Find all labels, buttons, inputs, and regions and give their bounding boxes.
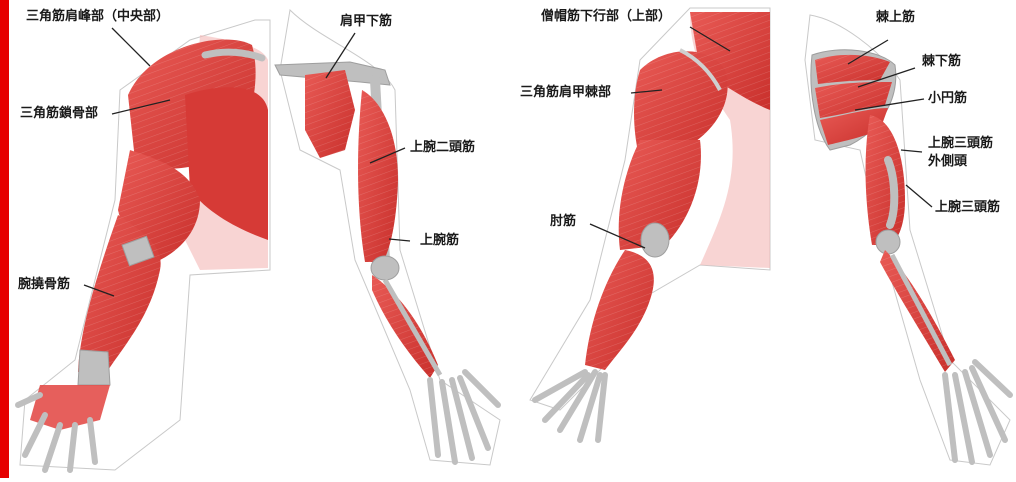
leader-triceps-lateral bbox=[901, 150, 922, 152]
label-triceps: 上腕三頭筋 bbox=[935, 200, 1000, 216]
label-brachioradialis: 腕撓骨筋 bbox=[18, 277, 70, 293]
label-biceps: 上腕二頭筋 bbox=[410, 140, 475, 156]
label-triceps-lateral-head-line2: 外側頭 bbox=[928, 154, 967, 170]
label-deltoid-acromial: 三角筋肩峰部（中央部） bbox=[26, 9, 169, 25]
label-anconeus: 肘筋 bbox=[550, 214, 576, 230]
figure-deep-anterior-arm bbox=[275, 10, 500, 465]
figure-deep-posterior-arm bbox=[805, 15, 1010, 465]
leader-triceps bbox=[906, 185, 932, 207]
label-triceps-lateral-head-line1: 上腕三頭筋 bbox=[928, 136, 993, 152]
label-brachialis: 上腕筋 bbox=[420, 233, 459, 249]
label-infraspinatus: 棘下筋 bbox=[922, 54, 961, 70]
leader-deltoid-acromial bbox=[112, 28, 150, 66]
label-trapezius-upper: 僧帽筋下行部（上部） bbox=[541, 9, 671, 25]
label-teres-minor: 小円筋 bbox=[928, 91, 967, 107]
accent-border bbox=[0, 0, 9, 478]
figure-front-arm bbox=[18, 20, 270, 470]
label-supraspinatus: 棘上筋 bbox=[876, 10, 915, 26]
label-deltoid-spinal: 三角筋肩甲棘部 bbox=[520, 85, 611, 101]
label-deltoid-clavicular: 三角筋鎖骨部 bbox=[20, 106, 98, 122]
label-subscapularis: 肩甲下筋 bbox=[340, 14, 392, 30]
